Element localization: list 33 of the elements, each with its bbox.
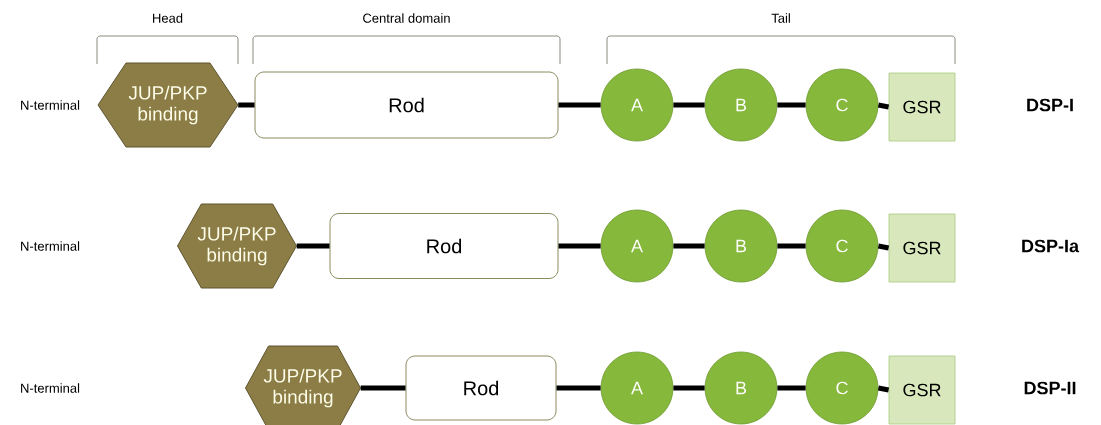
linker-line [558,243,601,249]
linker-line [556,385,601,391]
gsr-box: GSR [888,213,956,283]
gsr-box: GSR [888,355,956,425]
linker-line [777,243,806,249]
domain-label: Central domain [363,13,450,23]
isoform-label: DSP-Ia [1022,239,1080,253]
linker-line [238,102,255,108]
rod-box: Rod [405,355,557,421]
linker-line [877,385,890,393]
domain-label: Head [153,13,183,23]
binding-hexagon: JUP/PKP binding [245,345,361,425]
terminus-label: N-terminal [21,241,80,251]
domain-label: Tail [771,13,790,23]
binding-hexagon: JUP/PKP binding [177,203,297,289]
linker-line [673,385,705,391]
gsr-box: GSR [888,72,956,142]
isoform-label: DSP-I [1027,98,1073,112]
linker-line [558,102,601,108]
rod-box: Rod [254,71,559,139]
linker-line [673,102,705,108]
rod-box: Rod [329,213,559,279]
isoform-label: DSP-II [1024,381,1076,395]
linker-line [777,102,806,108]
linker-line [877,102,890,110]
linker-line [777,385,806,391]
linker-line [877,243,890,251]
binding-hexagon: JUP/PKP binding [97,62,239,148]
linker-line [360,385,406,391]
linker-line [296,243,330,249]
linker-line [673,243,705,249]
terminus-label: N-terminal [21,383,80,393]
terminus-label: N-terminal [21,100,80,110]
